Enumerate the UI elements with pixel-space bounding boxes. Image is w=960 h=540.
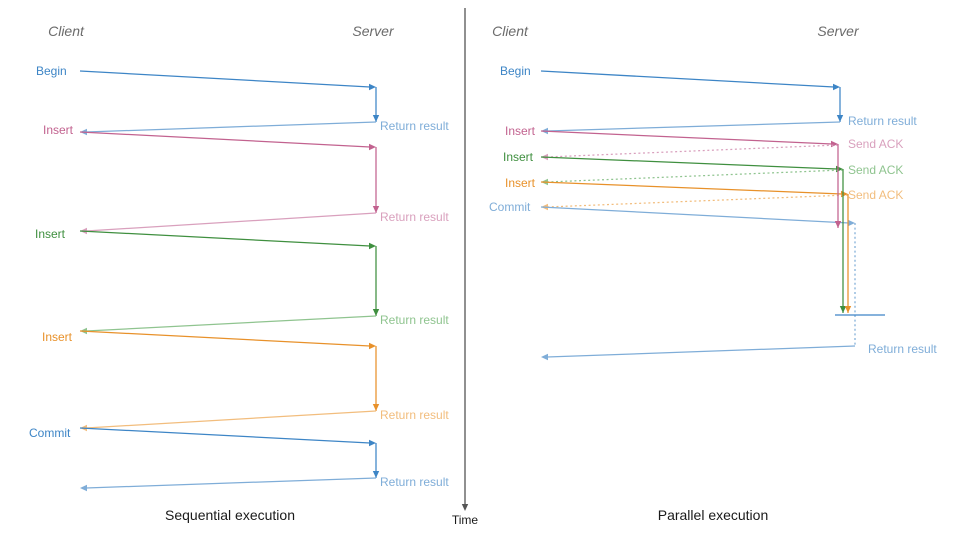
sequential-begin-request-line xyxy=(79,70,371,88)
sequential-insert3-request-arrowhead xyxy=(369,342,376,350)
parallel-insert3-processing-arrowhead xyxy=(844,306,852,313)
parallel-insert2-request-label: Insert xyxy=(503,150,534,164)
parallel-commit-request-arrowhead xyxy=(848,219,855,227)
parallel-begin-request-label: Begin xyxy=(500,64,531,78)
parallel-insert2-ack-label: Send ACK xyxy=(848,163,903,177)
sequential-insert3-request-line xyxy=(79,330,371,347)
parallel-insert2-ack-line xyxy=(546,169,844,183)
parallel-begin-processing-arrowhead xyxy=(836,115,844,122)
parallel-begin-request-arrowhead xyxy=(833,83,840,91)
sequential-insert1-processing-arrowhead xyxy=(372,206,380,213)
sequential-begin-return-line xyxy=(85,121,377,133)
parallel-insert1-request-line xyxy=(540,130,833,145)
parallel-insert1-request-arrowhead xyxy=(831,140,838,148)
parallel-insert2-request-line xyxy=(540,156,838,170)
parallel-insert3-request-line xyxy=(540,181,843,195)
sequential-insert1-request-arrowhead xyxy=(369,143,376,151)
sequential-commit-request-arrowhead xyxy=(369,439,376,447)
parallel-insert3-ack-line xyxy=(546,194,849,208)
time-axis-label: Time xyxy=(452,513,479,527)
sequential-insert2-request-line xyxy=(79,230,371,247)
sequential-begin-processing-arrowhead xyxy=(372,115,380,122)
sequential-insert1-return-line xyxy=(85,212,377,232)
sequential-insert3-return-line xyxy=(85,410,377,429)
sequential-insert2-return-label: Return result xyxy=(380,313,449,327)
sequential-commit-processing-arrowhead xyxy=(372,471,380,478)
sequential-insert1-request-line xyxy=(79,131,371,148)
parallel-insert1-processing-arrowhead xyxy=(834,221,842,228)
sequential-commit-return-arrowhead xyxy=(80,484,87,492)
sequential-commit-return-label: Return result xyxy=(380,475,449,489)
sequential-commit-return-line xyxy=(85,477,377,489)
sequential-insert1-request-label: Insert xyxy=(43,123,74,137)
sequential-insert2-request-arrowhead xyxy=(369,242,376,250)
parallel-insert3-request-arrowhead xyxy=(841,190,848,198)
message-flow-layer xyxy=(79,70,885,492)
time-axis-arrowhead xyxy=(461,504,469,511)
parallel-insert1-request-label: Insert xyxy=(505,124,536,138)
panel-caption-sequential: Sequential execution xyxy=(165,507,295,523)
sequential-commit-request-line xyxy=(79,427,371,444)
parallel-commit-return-label: Return result xyxy=(868,342,937,356)
panel-caption-parallel: Parallel execution xyxy=(658,507,769,523)
sequential-commit-request-label: Commit xyxy=(29,426,71,440)
sequential-insert3-return-label: Return result xyxy=(380,408,449,422)
parallel-insert3-ack-label: Send ACK xyxy=(848,188,903,202)
sequential-begin-return-label: Return result xyxy=(380,119,449,133)
lane-header-client: Client xyxy=(492,23,529,39)
parallel-insert2-request-arrowhead xyxy=(836,165,843,173)
sequential-insert3-request-label: Insert xyxy=(42,330,73,344)
parallel-begin-return-line xyxy=(546,121,841,132)
parallel-insert1-ack-line xyxy=(546,144,839,158)
sequential-begin-request-arrowhead xyxy=(369,83,376,91)
parallel-commit-request-label: Commit xyxy=(489,200,531,214)
sequential-insert2-request-label: Insert xyxy=(35,227,66,241)
time-axis-layer: Time xyxy=(452,8,479,527)
parallel-commit-request-line xyxy=(540,206,850,224)
sequential-insert1-return-label: Return result xyxy=(380,210,449,224)
parallel-begin-return-label: Return result xyxy=(848,114,917,128)
lane-header-client: Client xyxy=(48,23,85,39)
lane-header-server: Server xyxy=(817,23,860,39)
lane-header-server: Server xyxy=(352,23,395,39)
sequential-begin-request-label: Begin xyxy=(36,64,67,78)
sequential-insert3-processing-arrowhead xyxy=(372,404,380,411)
sequential-insert2-return-line xyxy=(85,315,377,332)
parallel-commit-return-line xyxy=(546,345,856,358)
parallel-commit-return-arrowhead xyxy=(541,353,548,361)
parallel-begin-request-line xyxy=(540,70,835,88)
sequential-insert2-processing-arrowhead xyxy=(372,309,380,316)
parallel-insert3-request-label: Insert xyxy=(505,176,536,190)
parallel-insert1-ack-label: Send ACK xyxy=(848,137,903,151)
parallel-insert2-processing-arrowhead xyxy=(839,306,847,313)
